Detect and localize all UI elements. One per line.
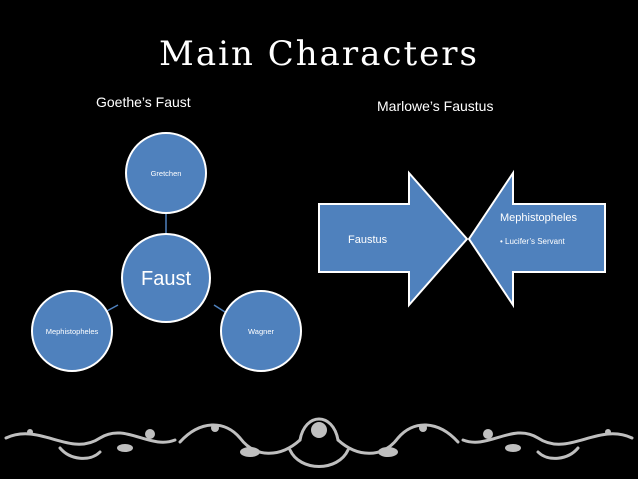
arrow-faustus: Faustus <box>318 170 469 308</box>
node-wagner-label: Wagner <box>248 327 274 336</box>
connector-wagner <box>213 304 226 313</box>
goethe-heading: Goethe’s Faust <box>96 94 191 110</box>
marlowe-heading: Marlowe’s Faustus <box>377 98 494 114</box>
slide-title: Main Characters <box>159 34 479 74</box>
node-faust: Faust <box>121 233 211 323</box>
node-faust-label: Faust <box>141 268 191 290</box>
arrow-mephistopheles-title: Mephistopheles <box>500 212 578 224</box>
ornament-border <box>4 417 634 468</box>
node-mephistopheles: Mephistopheles <box>31 290 113 372</box>
arrow-mephistopheles: Mephistopheles • Lucifer’s Servant <box>467 169 606 309</box>
arrow-faustus-label: Faustus <box>348 234 388 246</box>
node-gretchen: Gretchen <box>125 132 207 214</box>
arrow-mephistopheles-bullet: • Lucifer’s Servant <box>500 237 566 246</box>
node-gretchen-label: Gretchen <box>151 169 182 178</box>
node-wagner: Wagner <box>220 290 302 372</box>
node-mephistopheles-label: Mephistopheles <box>46 327 99 336</box>
